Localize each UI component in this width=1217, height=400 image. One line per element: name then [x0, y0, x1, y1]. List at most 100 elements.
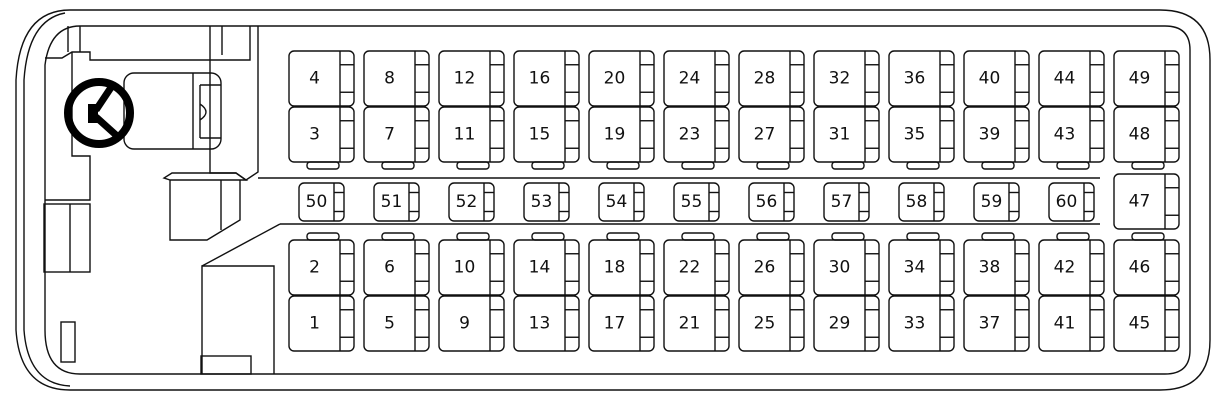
seat[interactable]: 16 [513, 50, 580, 107]
seat-number: 41 [1054, 314, 1076, 334]
footrest [756, 161, 790, 170]
seat[interactable]: 28 [738, 50, 805, 107]
seat[interactable]: 31 [813, 106, 880, 170]
seat-number: 15 [529, 125, 551, 145]
seat[interactable]: 46 [1113, 232, 1180, 296]
seat-outline [288, 295, 355, 352]
seat[interactable]: 34 [888, 232, 955, 296]
seat[interactable]: 50 [298, 182, 345, 222]
seat[interactable]: 49 [1113, 50, 1180, 107]
seat[interactable]: 33 [888, 295, 955, 352]
seat[interactable]: 7 [363, 106, 430, 170]
seat[interactable]: 42 [1038, 232, 1105, 296]
seat[interactable]: 41 [1038, 295, 1105, 352]
seat[interactable]: 30 [813, 232, 880, 296]
seat-outline [973, 182, 1020, 222]
seat[interactable]: 22 [663, 232, 730, 296]
seat[interactable]: 51 [373, 182, 420, 222]
footrest [906, 161, 940, 170]
seat[interactable]: 59 [973, 182, 1020, 222]
seat-number: 5 [384, 314, 395, 334]
seat[interactable]: 58 [898, 182, 945, 222]
seat-outline [898, 182, 945, 222]
seat[interactable]: 29 [813, 295, 880, 352]
seat[interactable]: 48 [1113, 106, 1180, 170]
seat[interactable]: 13 [513, 295, 580, 352]
seat[interactable]: 21 [663, 295, 730, 352]
seat-outline [1113, 295, 1180, 352]
seat-outline [663, 50, 730, 107]
seat[interactable]: 19 [588, 106, 655, 170]
seat-number: 9 [459, 314, 470, 334]
footrest [306, 232, 340, 241]
seat-outline [373, 182, 420, 222]
seat-outline [1113, 50, 1180, 107]
seat[interactable]: 60 [1048, 182, 1095, 222]
seat[interactable]: 9 [438, 295, 505, 352]
footrest [381, 161, 415, 170]
seat[interactable]: 12 [438, 50, 505, 107]
seat[interactable]: 43 [1038, 106, 1105, 170]
seat[interactable]: 1 [288, 295, 355, 352]
seat[interactable]: 45 [1113, 295, 1180, 352]
seat-number: 57 [831, 192, 853, 212]
seat[interactable]: 39 [963, 106, 1030, 170]
seat[interactable]: 37 [963, 295, 1030, 352]
seat-number: 6 [384, 258, 395, 278]
seat[interactable]: 2 [288, 232, 355, 296]
seat[interactable]: 3 [288, 106, 355, 170]
seat[interactable]: 54 [598, 182, 645, 222]
seat-number: 52 [456, 192, 478, 212]
seat[interactable]: 5 [363, 295, 430, 352]
seat[interactable]: 11 [438, 106, 505, 170]
seat[interactable]: 56 [748, 182, 795, 222]
seat[interactable]: 20 [588, 50, 655, 107]
seat-number: 43 [1054, 125, 1076, 145]
seat[interactable]: 53 [523, 182, 570, 222]
footrest [381, 232, 415, 241]
seat-outline [523, 182, 570, 222]
seat-outline [448, 182, 495, 222]
seat-outline [1113, 173, 1180, 230]
seat[interactable]: 47 [1113, 173, 1180, 230]
seat[interactable]: 17 [588, 295, 655, 352]
seat[interactable]: 57 [823, 182, 870, 222]
seat[interactable]: 52 [448, 182, 495, 222]
seat[interactable]: 27 [738, 106, 805, 170]
seat-number: 19 [604, 125, 626, 145]
seat[interactable]: 4 [288, 50, 355, 107]
seat-number: 18 [604, 258, 626, 278]
seat[interactable]: 55 [673, 182, 720, 222]
seat-outline [288, 50, 355, 107]
seat-outline [813, 50, 880, 107]
seat-outline [738, 295, 805, 352]
seat[interactable]: 8 [363, 50, 430, 107]
seat[interactable]: 15 [513, 106, 580, 170]
seat[interactable]: 35 [888, 106, 955, 170]
seat-number: 48 [1129, 125, 1151, 145]
seat[interactable]: 24 [663, 50, 730, 107]
seat-outline [298, 182, 345, 222]
seat-outline [513, 295, 580, 352]
seat[interactable]: 18 [588, 232, 655, 296]
seat[interactable]: 10 [438, 232, 505, 296]
seat-outline [363, 239, 430, 296]
seat[interactable]: 25 [738, 295, 805, 352]
seat-number: 1 [309, 314, 320, 334]
bus-body [15, 9, 1211, 391]
seat-outline [363, 295, 430, 352]
seat[interactable]: 38 [963, 232, 1030, 296]
seat-number: 4 [309, 69, 320, 89]
seat-number: 39 [979, 125, 1001, 145]
seat[interactable]: 26 [738, 232, 805, 296]
seat[interactable]: 6 [363, 232, 430, 296]
seat[interactable]: 40 [963, 50, 1030, 107]
seat[interactable]: 36 [888, 50, 955, 107]
seat[interactable]: 23 [663, 106, 730, 170]
footrest [756, 232, 790, 241]
seat[interactable]: 32 [813, 50, 880, 107]
seat-number: 21 [679, 314, 701, 334]
seat-number: 2 [309, 258, 320, 278]
seat[interactable]: 14 [513, 232, 580, 296]
seat[interactable]: 44 [1038, 50, 1105, 107]
